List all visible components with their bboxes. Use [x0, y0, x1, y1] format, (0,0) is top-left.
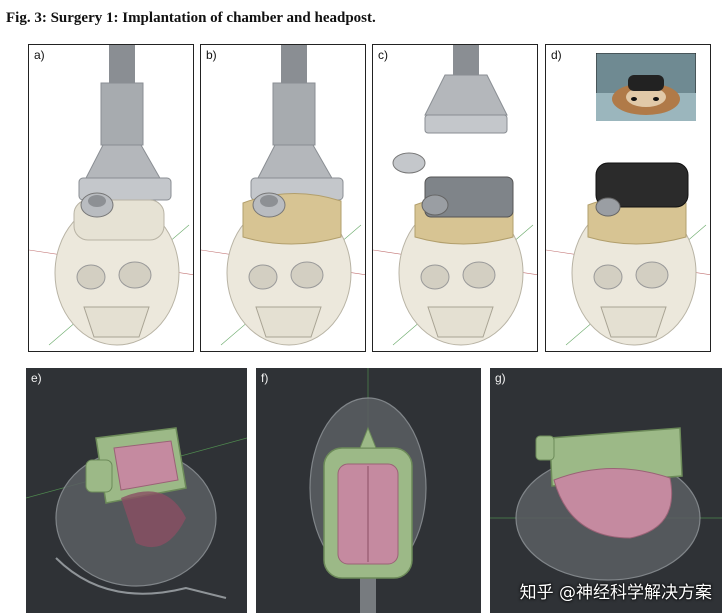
- panel-a: a): [28, 44, 194, 352]
- ct-render-top: [309, 368, 427, 613]
- skull-acrylic-render: [201, 45, 365, 346]
- skull-stereotax-render: [29, 45, 193, 346]
- panel-b: b): [200, 44, 366, 352]
- panel-c-label: c): [378, 48, 388, 62]
- panel-g: g): [490, 368, 722, 613]
- monkey-photo-inset: [596, 53, 696, 121]
- skull-chamber-render: [373, 45, 537, 346]
- panel-f: f): [256, 368, 481, 613]
- panel-f-label: f): [261, 371, 269, 385]
- ct-render-oblique: [26, 427, 247, 599]
- watermark: 知乎 @神经科学解决方案: [519, 583, 712, 603]
- ct-render-side: [490, 427, 722, 581]
- panel-d-label: d): [551, 48, 562, 62]
- panel-d: d): [545, 44, 711, 352]
- figure-title: Fig. 3: Surgery 1: Implantation of chamb…: [6, 10, 376, 26]
- skull-cap-render: [546, 162, 710, 346]
- panel-c: c): [372, 44, 538, 352]
- panel-b-label: b): [206, 48, 217, 62]
- panel-a-label: a): [34, 48, 45, 62]
- panel-e: e): [26, 368, 247, 613]
- panel-g-label: g): [495, 371, 506, 385]
- panel-e-label: e): [31, 371, 42, 385]
